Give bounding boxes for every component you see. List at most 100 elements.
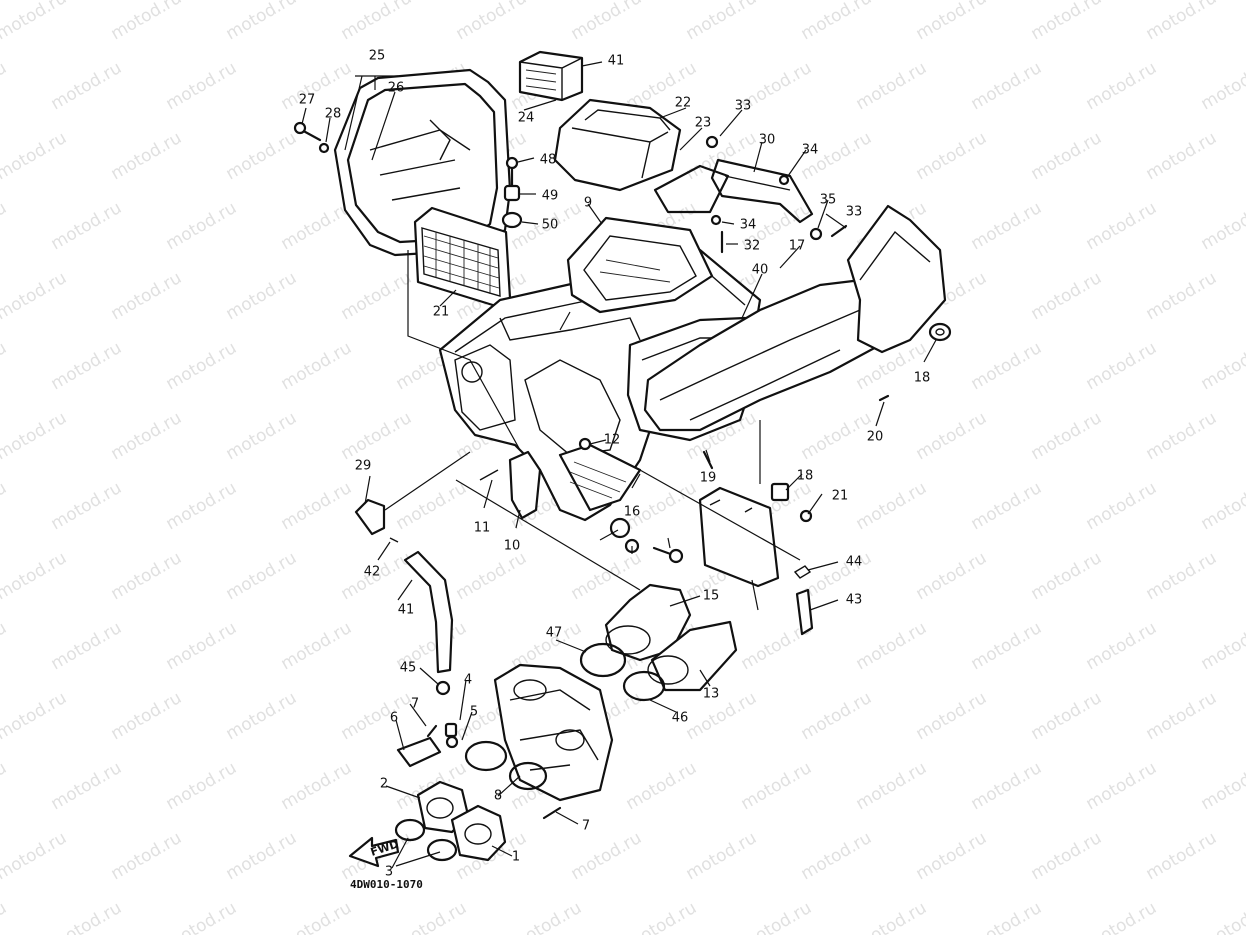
watermark-text: motod.ru — [623, 898, 701, 935]
duct-shroud — [846, 204, 947, 354]
callout-19: 19 — [700, 471, 717, 486]
watermark-text: motod.ru — [853, 58, 931, 114]
watermark-text: motod.ru — [338, 408, 416, 464]
callout-35: 40 — [752, 263, 769, 278]
watermark-text: motod.ru — [163, 198, 241, 254]
callout-42: 46 — [672, 711, 689, 726]
callout-14: 15 — [703, 589, 720, 604]
callout-32a: 32 — [744, 239, 761, 254]
watermark-text: motod.ru — [278, 758, 356, 814]
callout-33b: 34 — [802, 143, 819, 158]
case-bracket — [479, 450, 542, 520]
watermark-text: motod.ru — [1028, 408, 1106, 464]
watermark-text: motod.ru — [0, 58, 10, 114]
callout-22: 21 — [433, 305, 450, 320]
watermark-text: motod.ru — [1143, 128, 1221, 184]
watermark-text: motod.ru — [0, 758, 10, 814]
callout-30: 29 — [355, 459, 372, 474]
watermark-text: motod.ru — [163, 618, 241, 674]
callout-16: 17 — [789, 239, 806, 254]
lower-manifolds — [394, 736, 548, 862]
watermark-text: motod.ru — [968, 478, 1046, 534]
watermark-text: motod.ru — [1198, 58, 1246, 114]
watermark-text: motod.ru — [798, 0, 876, 44]
watermark-text: motod.ru — [48, 338, 126, 394]
watermark-text: motod.ru — [108, 128, 186, 184]
callout-10: 10 — [504, 539, 521, 554]
watermark-text: motod.ru — [223, 128, 301, 184]
callout-34a: 34 — [740, 218, 757, 233]
watermark-text: motod.ru — [1083, 898, 1161, 935]
watermark-text: motod.ru — [223, 268, 301, 324]
watermark-text: motod.ru — [568, 0, 646, 44]
watermark-text: motod.ru — [508, 898, 586, 935]
watermark-text: motod.ru — [0, 408, 70, 464]
watermark-text: motod.ru — [913, 0, 991, 44]
watermark-text: motod.ru — [1028, 548, 1106, 604]
callout-9: 9 — [584, 196, 592, 211]
callout-31: 30 — [759, 133, 776, 148]
watermark-text: motod.ru — [913, 128, 991, 184]
watermark-text: motod.ru — [1028, 688, 1106, 744]
watermark-text: motod.ru — [1198, 198, 1246, 254]
watermark-text: motod.ru — [1083, 198, 1161, 254]
watermark-text: motod.ru — [568, 548, 646, 604]
watermark-text: motod.ru — [223, 828, 301, 884]
air-box-case — [438, 216, 762, 522]
watermark-text: motod.ru — [278, 338, 356, 394]
callout-20: 21 — [832, 489, 849, 504]
drain-plate — [698, 486, 780, 588]
resonator-box — [553, 98, 682, 192]
callout-11: 11 — [474, 521, 491, 536]
watermark-text: motod.ru — [913, 688, 991, 744]
fasteners — [293, 121, 890, 820]
watermark-text: motod.ru — [223, 0, 301, 44]
callout-8: 8 — [494, 789, 502, 804]
watermark-text: motod.ru — [0, 198, 10, 254]
callout-28: 27 — [299, 93, 316, 108]
watermark-text: motod.ru — [0, 688, 70, 744]
watermark-text: motod.ru — [1028, 268, 1106, 324]
watermark-text: motod.ru — [1028, 0, 1106, 44]
callout-3: 3 — [385, 865, 393, 880]
watermark-text: motod.ru — [108, 548, 186, 604]
watermark-text: motod.ru — [48, 58, 126, 114]
watermark-text: motod.ru — [968, 198, 1046, 254]
watermark-text: motod.ru — [683, 828, 761, 884]
callout-25: 24 — [518, 111, 535, 126]
callout-27: 26 — [388, 81, 405, 96]
watermark-text: motod.ru — [738, 758, 816, 814]
callout-6: 6 — [390, 711, 398, 726]
watermark-text: motod.ru — [1143, 408, 1221, 464]
callout-45: 49 — [542, 189, 559, 204]
watermark-text: motod.ru — [338, 688, 416, 744]
watermark-text: motod.ru — [683, 0, 761, 44]
callout-12: 12 — [604, 433, 621, 448]
watermark-text: motod.ru — [1028, 128, 1106, 184]
carburetor-assembly — [493, 663, 614, 802]
watermark-text: motod.ru — [0, 338, 10, 394]
watermark-text: motod.ru — [853, 758, 931, 814]
watermark-text: motod.ru — [393, 898, 471, 935]
watermark-text: motod.ru — [1083, 618, 1161, 674]
watermark-text: motod.ru — [108, 828, 186, 884]
watermark-text: motod.ru — [1198, 758, 1246, 814]
watermark-text: motod.ru — [48, 198, 126, 254]
watermark-text: motod.ru — [338, 0, 416, 44]
watermark-text: motod.ru — [913, 408, 991, 464]
watermark-text: motod.ru — [278, 478, 356, 534]
watermark-text: motod.ru — [0, 268, 70, 324]
watermark-text: motod.ru — [1083, 338, 1161, 394]
watermark-text: motod.ru — [278, 898, 356, 935]
watermark-text: motod.ru — [1143, 0, 1221, 44]
callout-40: 44 — [846, 555, 863, 570]
watermark-text: motod.ru — [0, 548, 70, 604]
watermark-text: motod.ru — [1028, 828, 1106, 884]
callout-5: 5 — [470, 705, 478, 720]
callout-37: 41 — [398, 603, 415, 618]
callout-23: 22 — [675, 96, 692, 111]
watermark-text: motod.ru — [163, 58, 241, 114]
watermark-text: motod.ru — [738, 898, 816, 935]
callout-46: 50 — [542, 218, 559, 233]
callout-41: 45 — [400, 661, 417, 676]
